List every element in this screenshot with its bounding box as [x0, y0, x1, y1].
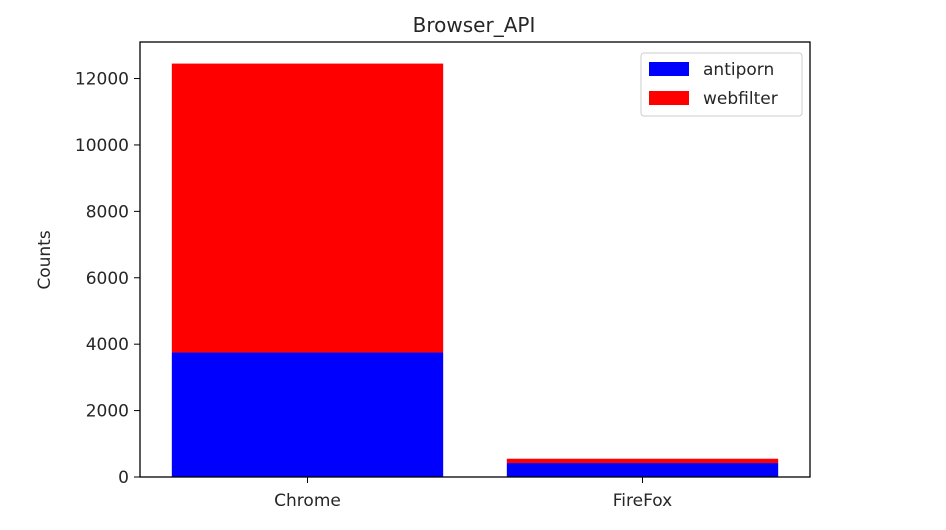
legend-swatch-webfilter: [649, 91, 689, 105]
bar-antiporn-chrome: [171, 352, 444, 477]
legend-swatch-antiporn: [649, 62, 689, 76]
y-tick-label: 0: [118, 468, 129, 488]
legend: antiporn webfilter: [640, 52, 803, 117]
y-tick-label: 8000: [86, 202, 129, 222]
x-tick-label: Chrome: [274, 491, 341, 511]
bar-webfilter-chrome: [171, 63, 444, 353]
bars-layer: [171, 63, 779, 477]
legend-label-webfilter: webfilter: [703, 89, 778, 109]
bar-webfilter-firefox: [506, 458, 779, 464]
y-axis-label: Counts: [35, 230, 55, 289]
axes-layer: Chrome FireFox 0 2000 4000 6000 8000 10000 12000: [75, 41, 811, 511]
bar-antiporn-firefox: [506, 463, 779, 477]
x-tick-label: FireFox: [613, 491, 672, 511]
legend-label-antiporn: antiporn: [703, 60, 774, 80]
y-tick-label: 4000: [86, 335, 129, 355]
y-tick-label: 10000: [75, 136, 129, 156]
plot-frame: [139, 41, 811, 478]
y-tick-label: 2000: [86, 402, 129, 422]
chart-title: Browser_API: [413, 13, 536, 37]
y-tick-label: 12000: [75, 70, 129, 90]
y-tick-label: 6000: [86, 269, 129, 289]
